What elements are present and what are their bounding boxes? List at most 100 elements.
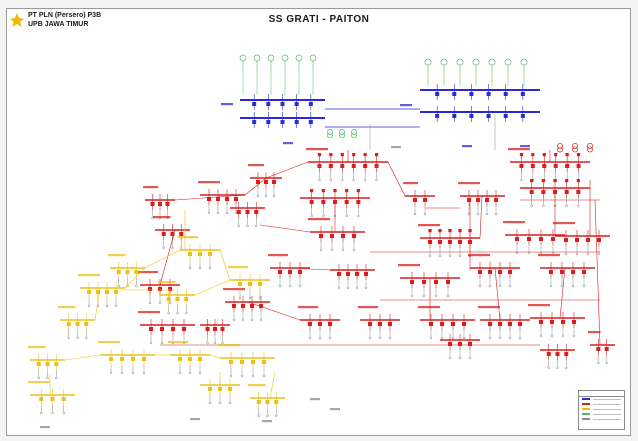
circuit-breaker-icon	[321, 200, 326, 204]
circuit-breaker-icon	[198, 252, 202, 256]
feeder-terminal-icon	[345, 214, 348, 218]
generator-icon	[440, 58, 448, 66]
transmission-line-150kv	[387, 161, 406, 197]
circuit-breaker-icon	[565, 153, 569, 157]
feeder-terminal-icon	[341, 178, 344, 182]
feeder-terminal-icon	[494, 212, 498, 216]
feeder-terminal-icon	[114, 304, 118, 308]
transformer-icon	[339, 129, 345, 135]
generator-icon	[281, 54, 289, 62]
feeder-terminal-icon	[410, 294, 414, 298]
feeder-terminal-icon	[597, 361, 600, 365]
feeder-terminal-icon	[308, 336, 312, 340]
feeder-terminal-icon	[225, 211, 229, 215]
feeder-terminal-icon	[167, 311, 170, 315]
substation-label-mark	[40, 426, 50, 429]
transmission-line-150kv	[265, 161, 309, 179]
circuit-breaker-icon	[317, 164, 322, 168]
feeder-terminal-icon	[168, 301, 172, 305]
feeder-terminal-icon	[530, 204, 533, 208]
circuit-breaker-icon	[254, 210, 259, 214]
feeder-terminal-icon	[51, 411, 54, 415]
circuit-breaker-icon	[252, 102, 257, 106]
substation-label-mark	[398, 264, 420, 267]
circuit-breaker-icon	[469, 114, 474, 118]
circuit-breaker-icon	[131, 357, 135, 361]
substation-label-mark	[138, 271, 158, 274]
transmission-line-150kv	[174, 194, 246, 201]
circuit-breaker-icon	[355, 272, 359, 276]
circuit-breaker-icon	[571, 270, 575, 274]
substation-label-mark	[138, 311, 160, 314]
feeder-terminal-icon	[288, 284, 292, 288]
circuit-breaker-icon	[256, 400, 261, 404]
circuit-breaker-icon	[527, 237, 531, 241]
circuit-breaker-icon	[374, 153, 379, 157]
feeder-terminal-icon	[488, 284, 492, 288]
substation-label-mark	[330, 408, 340, 411]
feeder-terminal-icon	[255, 224, 258, 228]
substation-label-mark	[391, 146, 401, 149]
transmission-line-70kv	[94, 287, 101, 321]
substation-label-mark	[108, 254, 126, 257]
circuit-breaker-icon	[329, 153, 333, 157]
circuit-breaker-icon	[440, 322, 444, 326]
transformer-icon	[587, 146, 593, 153]
circuit-breaker-icon	[66, 322, 71, 326]
pln-logo-icon	[10, 13, 24, 27]
circuit-breaker-icon	[546, 352, 551, 356]
generator-icon	[472, 58, 480, 66]
feeder-terminal-icon	[586, 252, 590, 256]
circuit-breaker-icon	[604, 347, 609, 351]
circuit-breaker-icon	[539, 320, 543, 324]
substation-label-mark	[400, 104, 412, 107]
feeder-terminal-icon	[575, 252, 579, 256]
circuit-breaker-icon	[448, 229, 452, 233]
circuit-breaker-icon	[54, 362, 59, 366]
feeder-terminal-icon	[346, 286, 350, 290]
legend-row-gen	[579, 412, 624, 417]
circuit-breaker-icon	[356, 189, 360, 193]
diagram-title: SS GRATI - PAITON	[268, 14, 370, 25]
feeder-terminal-icon	[67, 336, 70, 340]
circuit-breaker-icon	[341, 234, 345, 238]
feeder-terminal-icon	[560, 284, 564, 288]
circuit-breaker-icon	[448, 240, 452, 244]
circuit-breaker-icon	[208, 252, 212, 256]
transformer-icon	[587, 143, 593, 149]
circuit-breaker-icon	[498, 270, 502, 274]
circuit-breaker-icon	[160, 327, 164, 331]
circuit-breaker-icon	[428, 240, 432, 244]
generator-icon	[424, 58, 432, 66]
feeder-terminal-icon	[438, 254, 442, 258]
substation-label-mark	[158, 281, 176, 284]
substation-label-mark	[418, 224, 440, 227]
circuit-breaker-icon	[96, 290, 100, 294]
transformer-icon	[351, 132, 357, 139]
circuit-breaker-icon	[452, 92, 457, 96]
legend-row-500kv	[579, 397, 624, 402]
circuit-breaker-icon	[374, 164, 379, 168]
circuit-breaker-icon	[317, 153, 322, 157]
legend-swatch-500kv	[582, 398, 590, 400]
feeder-terminal-icon	[458, 254, 462, 258]
circuit-breaker-icon	[572, 320, 576, 324]
feeder-terminal-icon	[375, 178, 378, 182]
circuit-breaker-icon	[319, 234, 323, 238]
circuit-breaker-icon	[519, 164, 524, 168]
feeder-terminal-icon	[485, 212, 489, 216]
substation-label-mark	[308, 218, 330, 221]
circuit-breaker-icon	[582, 270, 586, 274]
transformer-icon	[557, 146, 563, 153]
circuit-breaker-icon	[488, 322, 492, 326]
circuit-breaker-icon	[256, 180, 260, 184]
feeder-terminal-icon	[241, 318, 245, 322]
feeder-terminal-icon	[388, 336, 392, 340]
circuit-breaker-icon	[458, 229, 462, 233]
feeder-terminal-icon	[364, 286, 368, 290]
circuit-breaker-icon	[207, 197, 211, 201]
circuit-breaker-icon	[165, 202, 170, 206]
feeder-terminal-icon	[234, 211, 238, 215]
circuit-breaker-icon	[238, 282, 242, 286]
org-name: PT PLN (Persero) P3B	[28, 12, 102, 19]
